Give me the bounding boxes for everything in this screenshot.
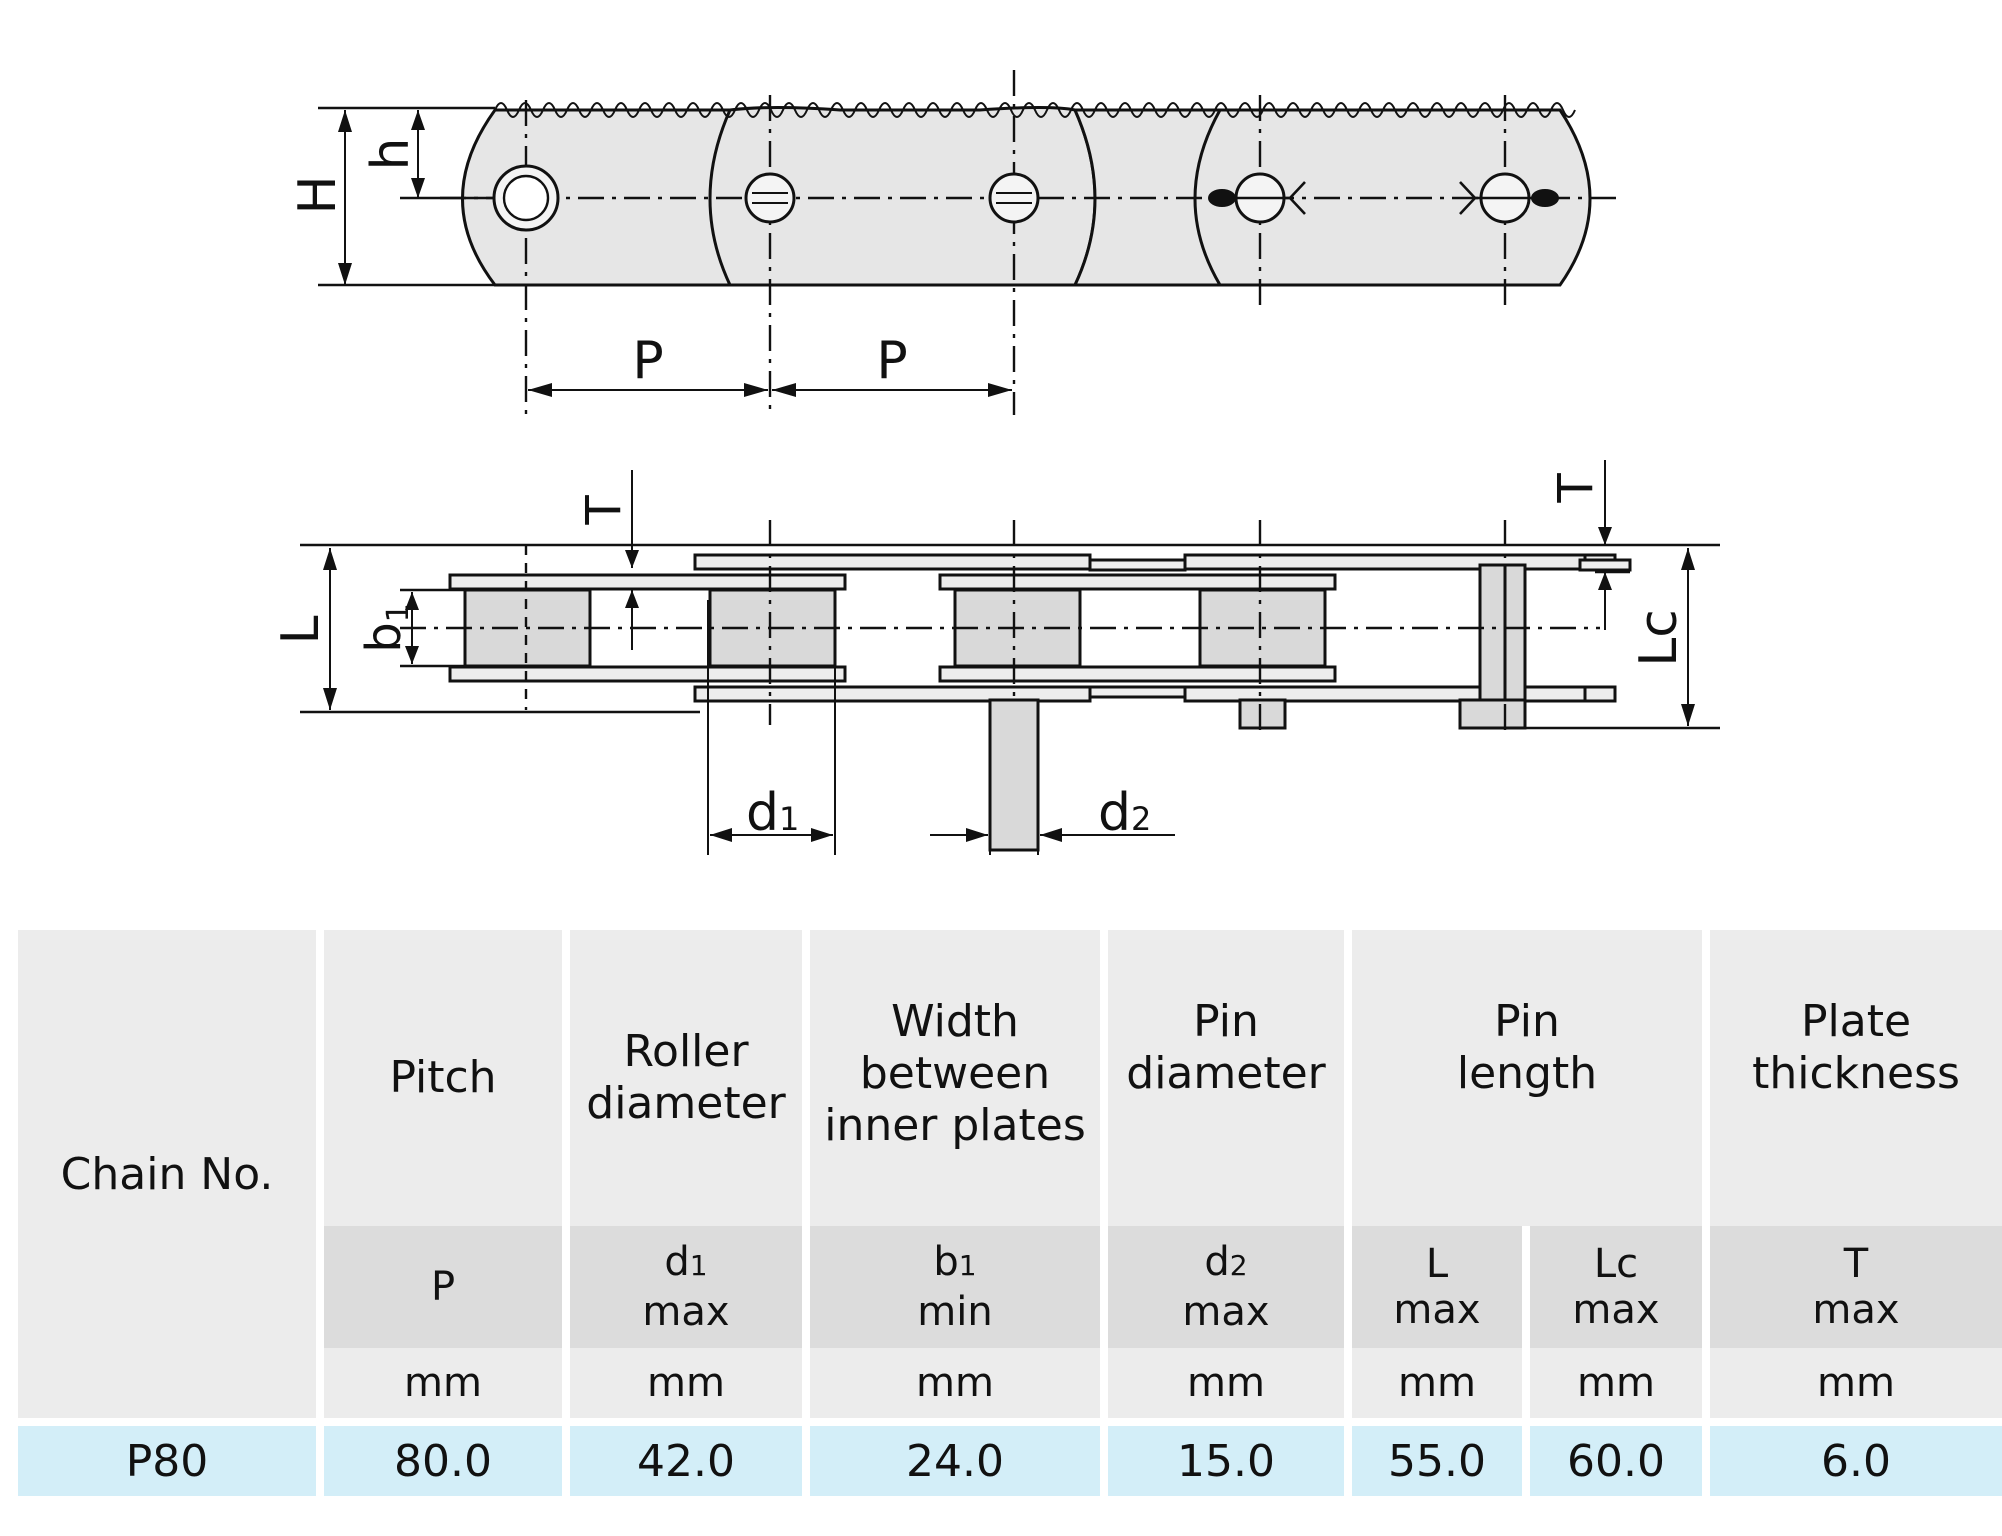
chain-drawing: H h P P bbox=[271, 70, 1720, 855]
top-plate-4 bbox=[1193, 108, 1592, 287]
unit-roller-diameter: mm bbox=[570, 1348, 802, 1418]
unit-pin-length-L: mm bbox=[1352, 1348, 1522, 1418]
dim-label-d1: d1 bbox=[746, 783, 799, 843]
row-pitch: 80.0 bbox=[324, 1426, 562, 1496]
dim-label-d2: d2 bbox=[1098, 783, 1151, 843]
side-view: L b1 T T Lc d1 d2 bbox=[271, 460, 1720, 855]
dim-label-T-left: T bbox=[576, 495, 632, 526]
symbol-P: P bbox=[324, 1226, 562, 1348]
pin-hole-2 bbox=[744, 172, 796, 224]
dim-label-L: L bbox=[271, 615, 331, 644]
unit-pin-length-Lc: mm bbox=[1530, 1348, 1702, 1418]
plate-teeth bbox=[494, 102, 1576, 118]
row-pin-length-L: 55.0 bbox=[1352, 1426, 1522, 1496]
unit-pitch: mm bbox=[324, 1348, 562, 1418]
dim-label-P-2: P bbox=[876, 331, 907, 391]
dim-label-H: H bbox=[288, 175, 348, 214]
row-width: 24.0 bbox=[810, 1426, 1100, 1496]
dim-label-b1: b1 bbox=[356, 603, 416, 653]
row-roller-diameter: 42.0 bbox=[570, 1426, 802, 1496]
row-pin-diameter: 15.0 bbox=[1108, 1426, 1344, 1496]
row-plate-thickness: 6.0 bbox=[1710, 1426, 2002, 1496]
row-pin-length-Lc: 60.0 bbox=[1530, 1426, 1702, 1496]
row-chain-no: P80 bbox=[18, 1426, 316, 1496]
pin-hole-3 bbox=[988, 172, 1040, 224]
unit-plate-thickness: mm bbox=[1710, 1348, 2002, 1418]
chain-no-header: Chain No. bbox=[18, 930, 316, 1418]
top-view: H h P P bbox=[288, 70, 1620, 415]
header-pitch: Pitch bbox=[324, 930, 562, 1226]
dim-label-T-right: T bbox=[1548, 473, 1604, 504]
dim-label-P-1: P bbox=[632, 331, 663, 391]
unit-pin-diameter: mm bbox=[1108, 1348, 1344, 1418]
unit-width: mm bbox=[810, 1348, 1100, 1418]
dim-label-h: h bbox=[361, 138, 421, 171]
dim-label-Lc: Lc bbox=[1629, 609, 1689, 667]
